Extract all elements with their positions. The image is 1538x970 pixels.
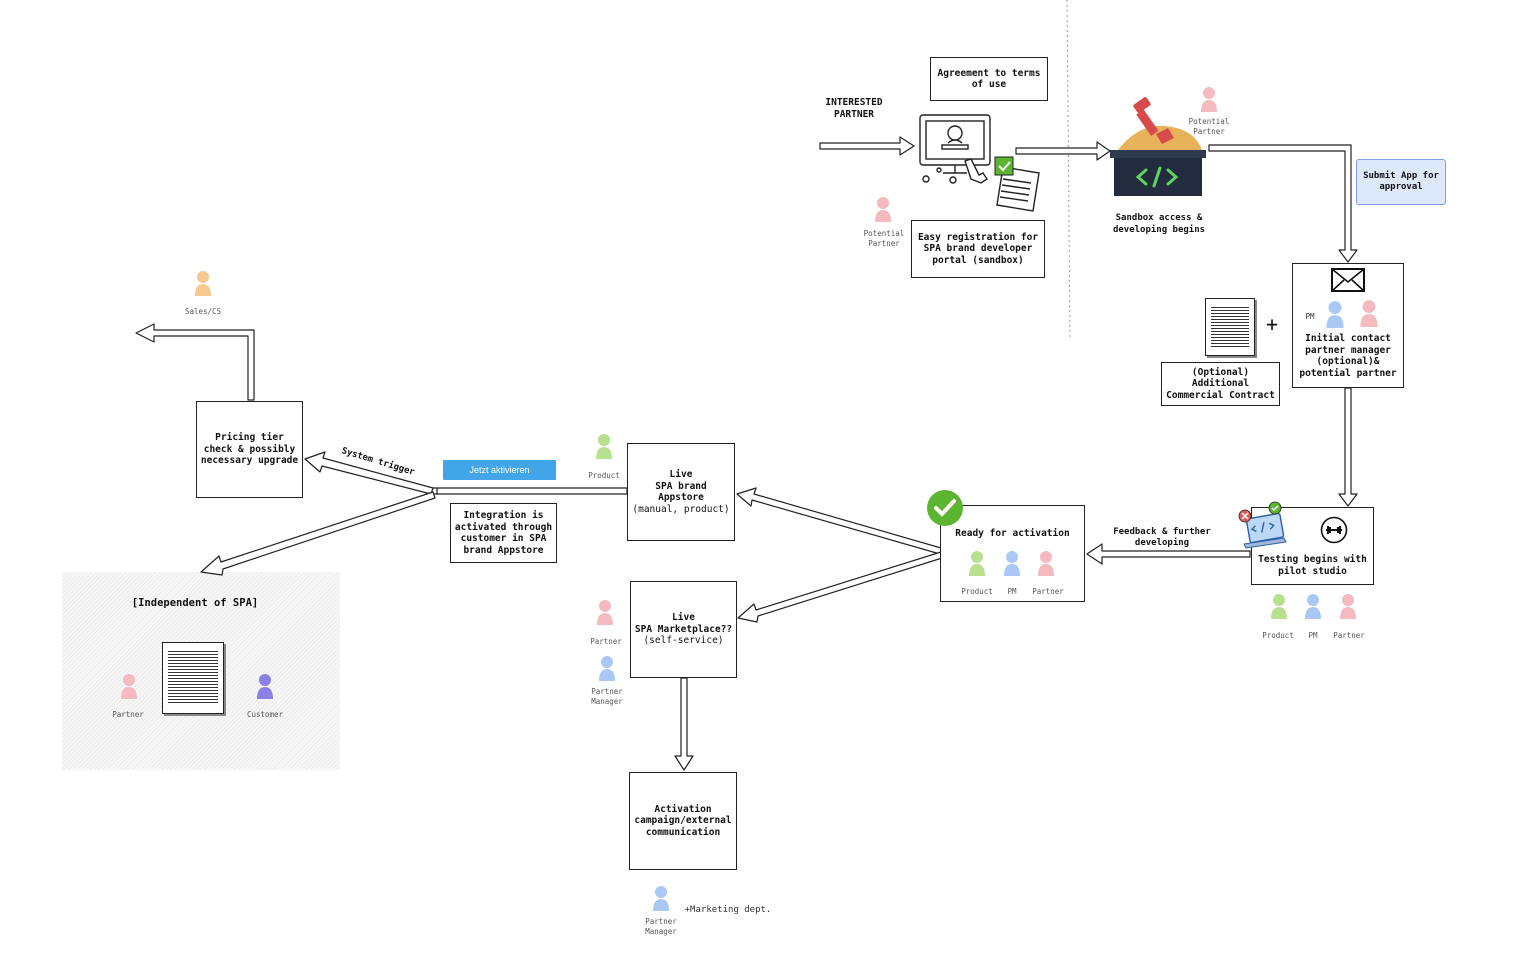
arrow-to-sandbox [1015, 141, 1111, 161]
product-label-testing: Product [1262, 631, 1294, 640]
pm-avatar-initial [1326, 301, 1344, 328]
easy-registration-text: Easy registration for SPA brand develope… [917, 231, 1039, 266]
sandbox-code-icon [1110, 97, 1206, 196]
sales-cs-avatar [195, 271, 211, 296]
divider-line [1066, 0, 1071, 339]
live-marketplace-title: Live SPA Marketplace?? [634, 612, 733, 635]
marketing-label: +Marketing dept. [684, 905, 772, 915]
partner-label-testing: Partner [1333, 631, 1365, 640]
jetzt-aktivieren-button[interactable]: Jetzt aktivieren [443, 460, 556, 480]
pm-avatar-testing [1305, 594, 1321, 619]
product-avatar-testing [1271, 594, 1287, 619]
feedback-label: Feedback & further developing [1113, 527, 1211, 548]
agreement-box: Agreement to terms of use [930, 57, 1048, 101]
partner-label-marketplace: Partner [590, 637, 622, 646]
ready-text: Ready for activation [955, 528, 1070, 539]
live-appstore-title: Live SPA brand Appstore [655, 469, 707, 503]
optional-contract-box: (Optional) Additional Commercial Contrac… [1161, 362, 1280, 406]
submit-app-note: Submit App for approval [1356, 159, 1446, 205]
potential-partner-avatar-sandbox [1201, 87, 1217, 112]
live-marketplace-box: Live SPA Marketplace?? (self-service) [630, 581, 737, 678]
laptop-code-icon [1238, 501, 1287, 549]
pricing-text: Pricing tier check & possibly necessary … [200, 432, 299, 467]
live-marketplace-sub: (self-service) [643, 635, 724, 647]
check-circle-icon [927, 490, 963, 526]
arrow-to-marketplace [737, 551, 943, 623]
partner-manager-avatar-marketplace [599, 656, 615, 681]
activation-box: Activation campaign/external communicati… [629, 772, 737, 870]
partner-avatar-initial [1360, 300, 1378, 327]
product-label-ready: Product [961, 587, 993, 596]
arrow-to-testing [1338, 387, 1358, 507]
partner-avatar-independent [121, 674, 137, 699]
envelope-icon [1331, 268, 1365, 292]
product-avatar-ready [969, 551, 985, 576]
arrow-system-trigger [304, 451, 434, 495]
dumbbell-icon [1320, 516, 1348, 544]
testing-text: Testing begins with pilot studio [1258, 554, 1367, 577]
integration-text: Integration is activated through custome… [454, 510, 553, 556]
arrow-to-activation [674, 677, 694, 771]
live-appstore-sub: (manual, product) [632, 503, 730, 515]
independent-title: [Independent of SPA] [131, 597, 259, 609]
submit-app-text: Submit App for approval [1363, 171, 1439, 192]
interested-partner-label: INTERESTED PARTNER [825, 97, 883, 120]
arrow-to-appstore [736, 487, 942, 555]
sandbox-label: Sandbox access & developing begins [1112, 213, 1206, 235]
initial-contact-text: Initial contact partner manager (optiona… [1299, 333, 1397, 379]
agreement-text: Agreement to terms of use [937, 67, 1041, 91]
independent-document-icon [162, 642, 224, 714]
potential-partner-avatar [875, 197, 891, 222]
arrow-to-registration [819, 136, 915, 156]
customer-avatar [257, 674, 273, 699]
arrow-to-initial-contact [1208, 144, 1358, 263]
connector-appstore-integration [436, 487, 628, 495]
partner-avatar-ready [1038, 551, 1054, 576]
easy-registration-box: Easy registration for SPA brand develope… [911, 220, 1045, 278]
pm-label-initial: PM [1305, 312, 1315, 321]
partner-manager-avatar-activation [653, 886, 669, 911]
partner-avatar-marketplace [597, 600, 613, 625]
live-appstore-box: Live SPA brand Appstore (manual, product… [627, 443, 735, 541]
potential-partner-label-sandbox: Potential Partner [1188, 117, 1230, 136]
plus-sign: + [1265, 312, 1279, 336]
arrow-to-sales [135, 323, 255, 401]
pricing-box: Pricing tier check & possibly necessary … [196, 401, 303, 498]
contract-document-icon [1205, 298, 1255, 356]
pm-avatar-ready [1004, 551, 1020, 576]
potential-partner-label: Potential Partner [863, 229, 905, 248]
integration-box: Integration is activated through custome… [450, 503, 557, 563]
customer-label: Customer [246, 710, 284, 719]
pm-label-ready: PM [1007, 587, 1017, 596]
partner-manager-label-marketplace: Partner Manager [591, 687, 623, 706]
arrow-feedback [1086, 543, 1251, 565]
product-label-appstore: Product [588, 471, 620, 480]
activation-text: Activation campaign/external communicati… [634, 803, 732, 838]
partner-label-ready: Partner [1032, 587, 1064, 596]
partner-label-independent: Partner [112, 710, 144, 719]
product-avatar-appstore [596, 434, 612, 459]
pm-label-testing: PM [1308, 631, 1318, 640]
optional-contract-text: (Optional) Additional Commercial Contrac… [1166, 366, 1275, 401]
partner-avatar-testing [1340, 594, 1356, 619]
arrow-to-independent [200, 491, 436, 576]
sales-cs-label: Sales/CS [184, 307, 222, 316]
partner-manager-label-activation: Partner Manager [645, 917, 677, 936]
computer-registration-icon [919, 114, 1040, 212]
